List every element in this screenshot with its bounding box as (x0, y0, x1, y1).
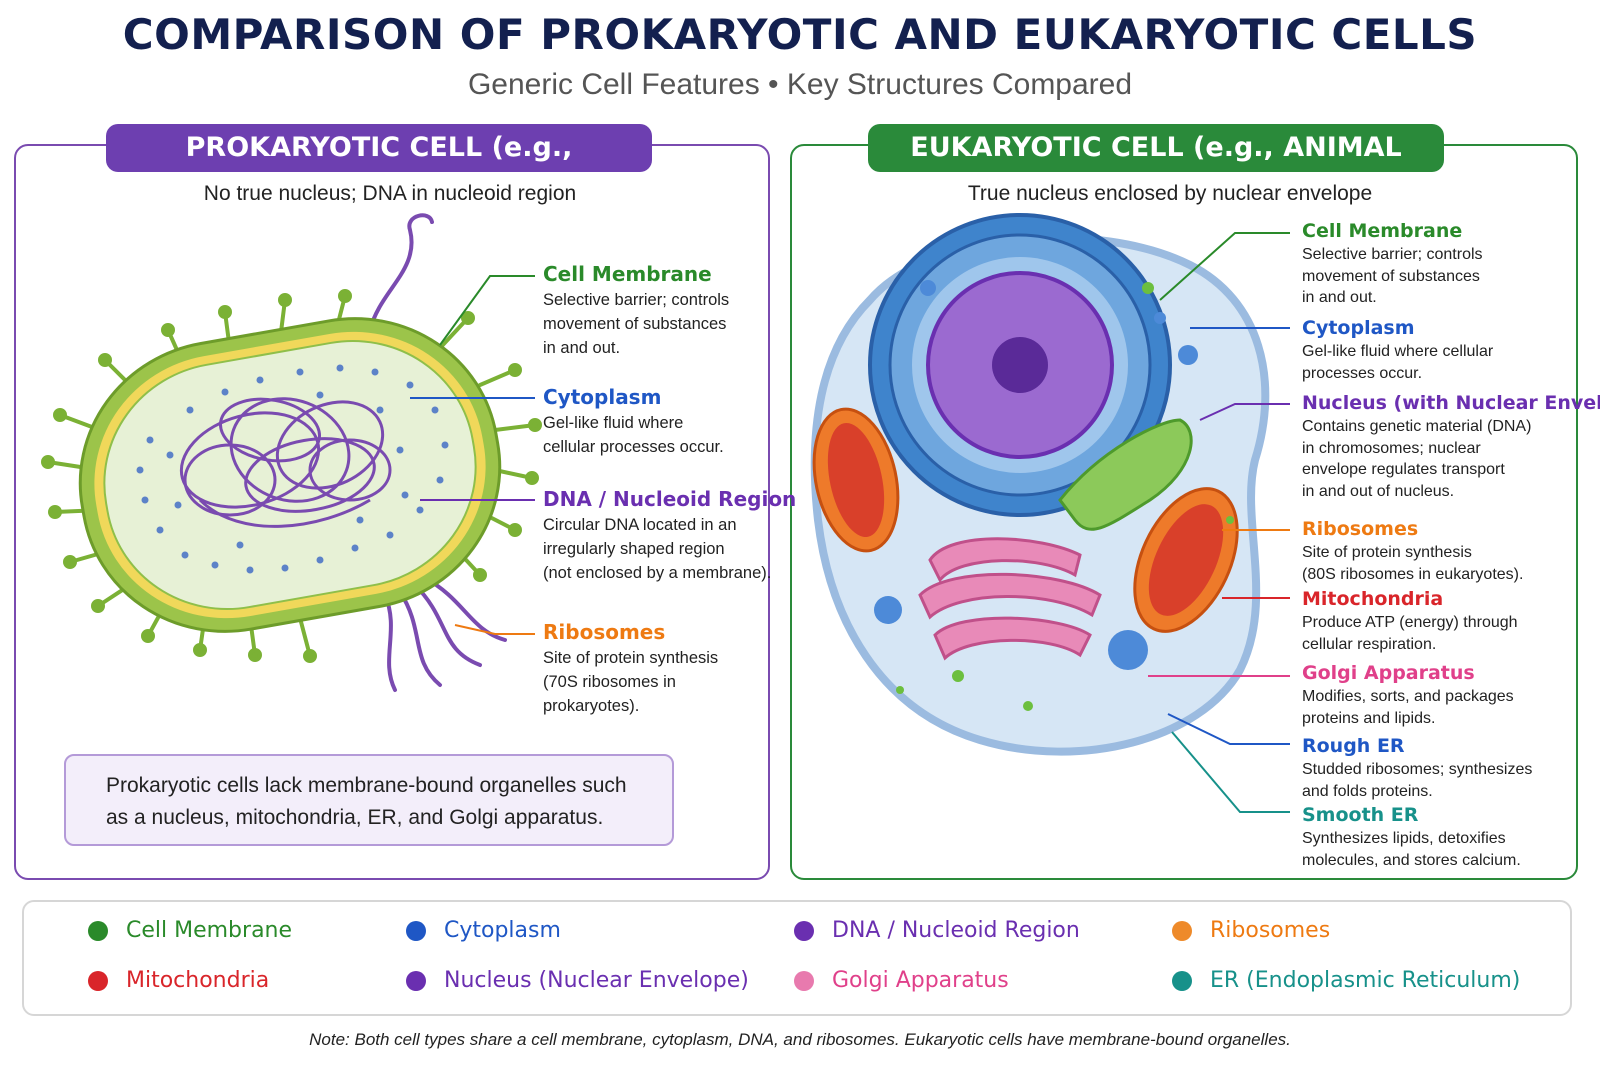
label-description: Selective barrier; controls movement of … (1302, 246, 1483, 306)
page-subtitle: Generic Cell Features • Key Structures C… (467, 68, 1133, 101)
label-description: Gel-like fluid where cellular processes … (1302, 343, 1494, 382)
euk-label-cell-membrane: Cell Membrane Selective barrier; control… (1302, 220, 1483, 309)
label-description: Synthesizes lipids, detoxifies molecules… (1302, 830, 1521, 869)
vesicles (874, 280, 1198, 670)
label-heading: Ribosomes (543, 620, 666, 644)
legend-dot (88, 920, 108, 941)
legend-label: Cytoplasm (444, 918, 561, 943)
label-description: Modifies, sorts, and packages proteins a… (1302, 688, 1514, 727)
pro-label-dna-nucleoid: DNA / Nucleoid Region Circular DNA locat… (543, 487, 796, 585)
label-heading: Golgi Apparatus (1302, 662, 1475, 684)
label-description: Produce ATP (energy) through cellular re… (1302, 614, 1518, 653)
legend-dot (794, 970, 814, 991)
legend-label: ER (Endoplasmic Reticulum) (1210, 968, 1521, 993)
legend-dot (1172, 970, 1192, 991)
label-description: Studded ribosomes; synthesizes and folds… (1302, 761, 1533, 800)
euk-label-cytoplasm: Cytoplasm Gel-like fluid where cellular … (1302, 317, 1493, 384)
legend-item-ribosomes: Ribosomes (1172, 918, 1330, 943)
prokaryotic-tab: PROKARYOTIC CELL (e.g., BACTERIUM) (106, 124, 652, 211)
color-legend (22, 900, 1572, 1016)
legend-item-er: ER (Endoplasmic Reticulum) (1172, 968, 1520, 993)
legend-dot (794, 920, 814, 941)
prokaryotic-leader-lines (410, 275, 535, 635)
prokaryotic-tagline: No true nucleus; DNA in nucleoid region (203, 182, 577, 205)
euk-label-rough-er: Rough ER Studded ribosomes; synthesizes … (1302, 735, 1532, 802)
label-heading: Mitochondria (1302, 588, 1444, 610)
legend-dot (88, 970, 108, 991)
label-description: Contains genetic material (DNA) in chrom… (1302, 418, 1532, 500)
ribosome-dots (136, 364, 449, 574)
legend-dot (1172, 920, 1192, 941)
legend-label: Golgi Apparatus (832, 968, 1009, 993)
eukaryotic-leader-lines (1148, 232, 1290, 813)
bacterium-illustration (41, 213, 542, 692)
label-description: Site of protein synthesis (80S ribosomes… (1302, 544, 1524, 583)
euk-label-smooth-er: Smooth ER Synthesizes lipids, detoxifies… (1302, 804, 1521, 871)
euk-label-mitochondria: Mitochondria Produce ATP (energy) throug… (1302, 588, 1518, 655)
legend-item-dna-nucleoid: DNA / Nucleoid Region (794, 918, 1080, 943)
label-heading: Cell Membrane (543, 262, 712, 286)
legend-dot (406, 920, 426, 941)
legend-label: DNA / Nucleoid Region (832, 918, 1080, 943)
legend-item-cytoplasm: Cytoplasm (406, 918, 561, 943)
legend-item-nucleus: Nucleus (Nuclear Envelope) (406, 968, 749, 993)
prokaryotic-note: Prokaryotic cells lack membrane-bound or… (64, 754, 674, 846)
legend-item-golgi: Golgi Apparatus (794, 968, 1009, 993)
legend-item-cell-membrane: Cell Membrane (88, 918, 292, 943)
label-description: Site of protein synthesis (70S ribosomes… (543, 649, 719, 715)
label-heading: Ribosomes (1302, 518, 1419, 540)
pro-label-ribosomes: Ribosomes Site of protein synthesis (70S… (543, 620, 718, 718)
golgi-shape (918, 537, 1102, 661)
euk-label-ribosomes: Ribosomes Site of protein synthesis (80S… (1302, 518, 1523, 585)
legend-label: Cell Membrane (126, 918, 293, 943)
pro-label-cytoplasm: Cytoplasm Gel-like fluid where cellular … (543, 385, 724, 459)
label-heading: Smooth ER (1302, 804, 1419, 826)
euk-label-golgi: Golgi Apparatus Modifies, sorts, and pac… (1302, 662, 1514, 729)
label-heading: Rough ER (1302, 735, 1405, 757)
label-heading: Cell Membrane (1302, 220, 1463, 242)
label-heading: Nucleus (with Nuclear Envelope) (1302, 392, 1600, 414)
label-description: Selective barrier; controls movement of … (543, 291, 730, 357)
label-heading: Cytoplasm (1302, 317, 1415, 339)
nucleoid-dna (179, 397, 392, 528)
flagella (368, 213, 507, 692)
footer-note: Note: Both cell types share a cell membr… (309, 1030, 1291, 1049)
legend-label: Ribosomes (1210, 918, 1331, 943)
label-heading: Cytoplasm (543, 385, 662, 409)
pro-label-cell-membrane: Cell Membrane Selective barrier; control… (543, 262, 729, 360)
legend-label: Nucleus (Nuclear Envelope) (444, 968, 749, 993)
animal-cell-illustration (810, 213, 1270, 756)
euk-label-nucleus: Nucleus (with Nuclear Envelope) Contains… (1302, 392, 1600, 502)
cytoplasm-granules (896, 282, 1234, 711)
page-title: COMPARISON OF PROKARYOTIC AND EUKARYOTIC… (122, 10, 1478, 59)
label-description: Gel-like fluid where cellular processes … (543, 414, 724, 456)
label-description: Circular DNA located in an irregularly s… (543, 516, 772, 582)
legend-dot (406, 970, 426, 991)
legend-item-mitochondria: Mitochondria (88, 968, 269, 993)
label-heading: DNA / Nucleoid Region (543, 487, 797, 511)
eukaryotic-tagline: True nucleus enclosed by nuclear envelop… (967, 182, 1373, 205)
legend-label: Mitochondria (126, 968, 270, 993)
eukaryotic-tab: EUKARYOTIC CELL (e.g., ANIMAL CELL) (868, 124, 1444, 211)
